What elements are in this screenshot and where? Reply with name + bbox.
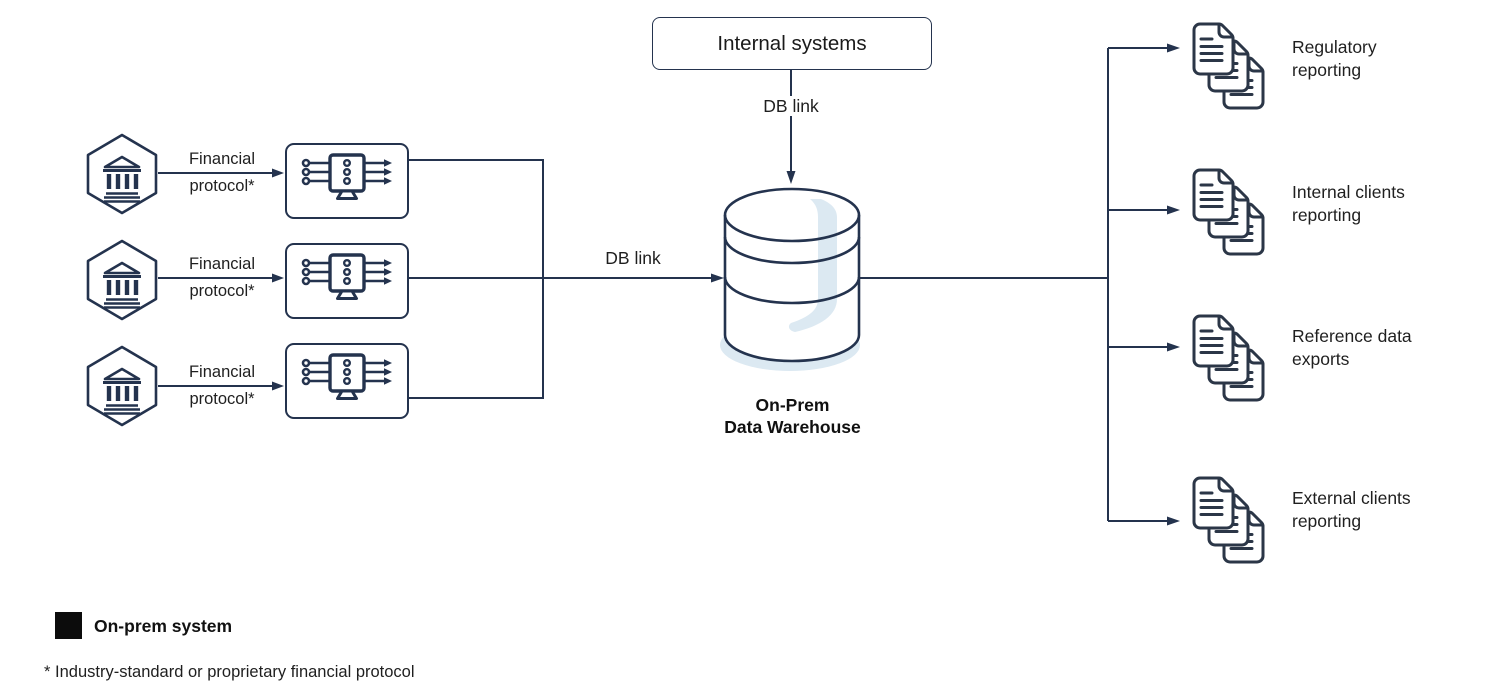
db-link-top-label-wrap: DB link xyxy=(741,96,841,117)
output-label-reference-data: Reference data exports xyxy=(1292,325,1500,370)
financial-protocol-label: Financial protocol* xyxy=(162,251,282,305)
arrowhead xyxy=(1167,205,1180,215)
internal-systems-box: Internal systems xyxy=(652,17,932,70)
output-label-external-clients: External clients reporting xyxy=(1292,487,1500,532)
arrowhead xyxy=(1167,43,1180,53)
documents-stack-icon xyxy=(1190,168,1268,256)
warehouse-label-line-2: Data Warehouse xyxy=(724,417,861,437)
arrowhead xyxy=(272,381,284,391)
gateway-server-box xyxy=(285,243,409,319)
protocol-line-1: Financial xyxy=(188,255,256,273)
bank-hexagon-icon xyxy=(84,133,160,215)
financial-protocol-label: Financial protocol* xyxy=(162,146,282,200)
db-link-main-label: DB link xyxy=(605,248,661,268)
warehouse-label-line-1: On-Prem xyxy=(755,395,830,415)
legend-onprem-label: On-prem system xyxy=(94,616,233,636)
database-cylinder-icon xyxy=(717,185,877,375)
db-link-top-label: DB link xyxy=(758,96,824,116)
output-label-line-2: reporting xyxy=(1292,204,1362,225)
arrowhead xyxy=(711,273,724,283)
documents-stack-icon xyxy=(1190,22,1268,110)
warehouse-label: On-Prem Data Warehouse xyxy=(690,394,895,438)
arrowhead xyxy=(1167,342,1180,352)
output-label-regulatory: Regulatory reporting xyxy=(1292,36,1500,81)
bank-hexagon-icon xyxy=(84,345,160,427)
output-label-line-1: Regulatory xyxy=(1292,37,1377,57)
gateway-server-box xyxy=(285,343,409,419)
output-label-internal-clients: Internal clients reporting xyxy=(1292,181,1500,226)
output-label-line-1: Internal clients xyxy=(1292,182,1405,202)
arrowhead xyxy=(1167,516,1180,526)
output-label-line-2: reporting xyxy=(1292,59,1362,80)
gateway-server-icon xyxy=(297,150,397,212)
financial-protocol-label: Financial protocol* xyxy=(162,359,282,413)
arrowhead xyxy=(272,273,284,283)
documents-stack-icon xyxy=(1190,476,1268,564)
protocol-line-2: protocol* xyxy=(189,177,255,195)
protocol-line-1: Financial xyxy=(188,363,256,381)
output-label-line-2: exports xyxy=(1292,348,1350,369)
protocol-line-2: protocol* xyxy=(189,282,255,300)
legend-onprem-square xyxy=(55,612,82,639)
db-link-main-label-wrap: DB link xyxy=(563,248,703,269)
gateway-server-icon xyxy=(297,350,397,412)
bank-hexagon-icon xyxy=(84,239,160,321)
internal-systems-label: Internal systems xyxy=(717,31,867,55)
footnote: * Industry-standard or proprietary finan… xyxy=(44,663,415,681)
documents-stack-icon xyxy=(1190,314,1268,402)
output-label-line-2: reporting xyxy=(1292,510,1362,531)
arrowhead xyxy=(786,171,796,184)
arrowhead xyxy=(272,168,284,178)
output-label-line-1: External clients xyxy=(1292,488,1411,508)
gateway-server-box xyxy=(285,143,409,219)
protocol-line-2: protocol* xyxy=(189,390,255,408)
output-label-line-1: Reference data xyxy=(1292,326,1412,346)
gateway-server-icon xyxy=(297,250,397,312)
protocol-line-1: Financial xyxy=(188,150,256,168)
